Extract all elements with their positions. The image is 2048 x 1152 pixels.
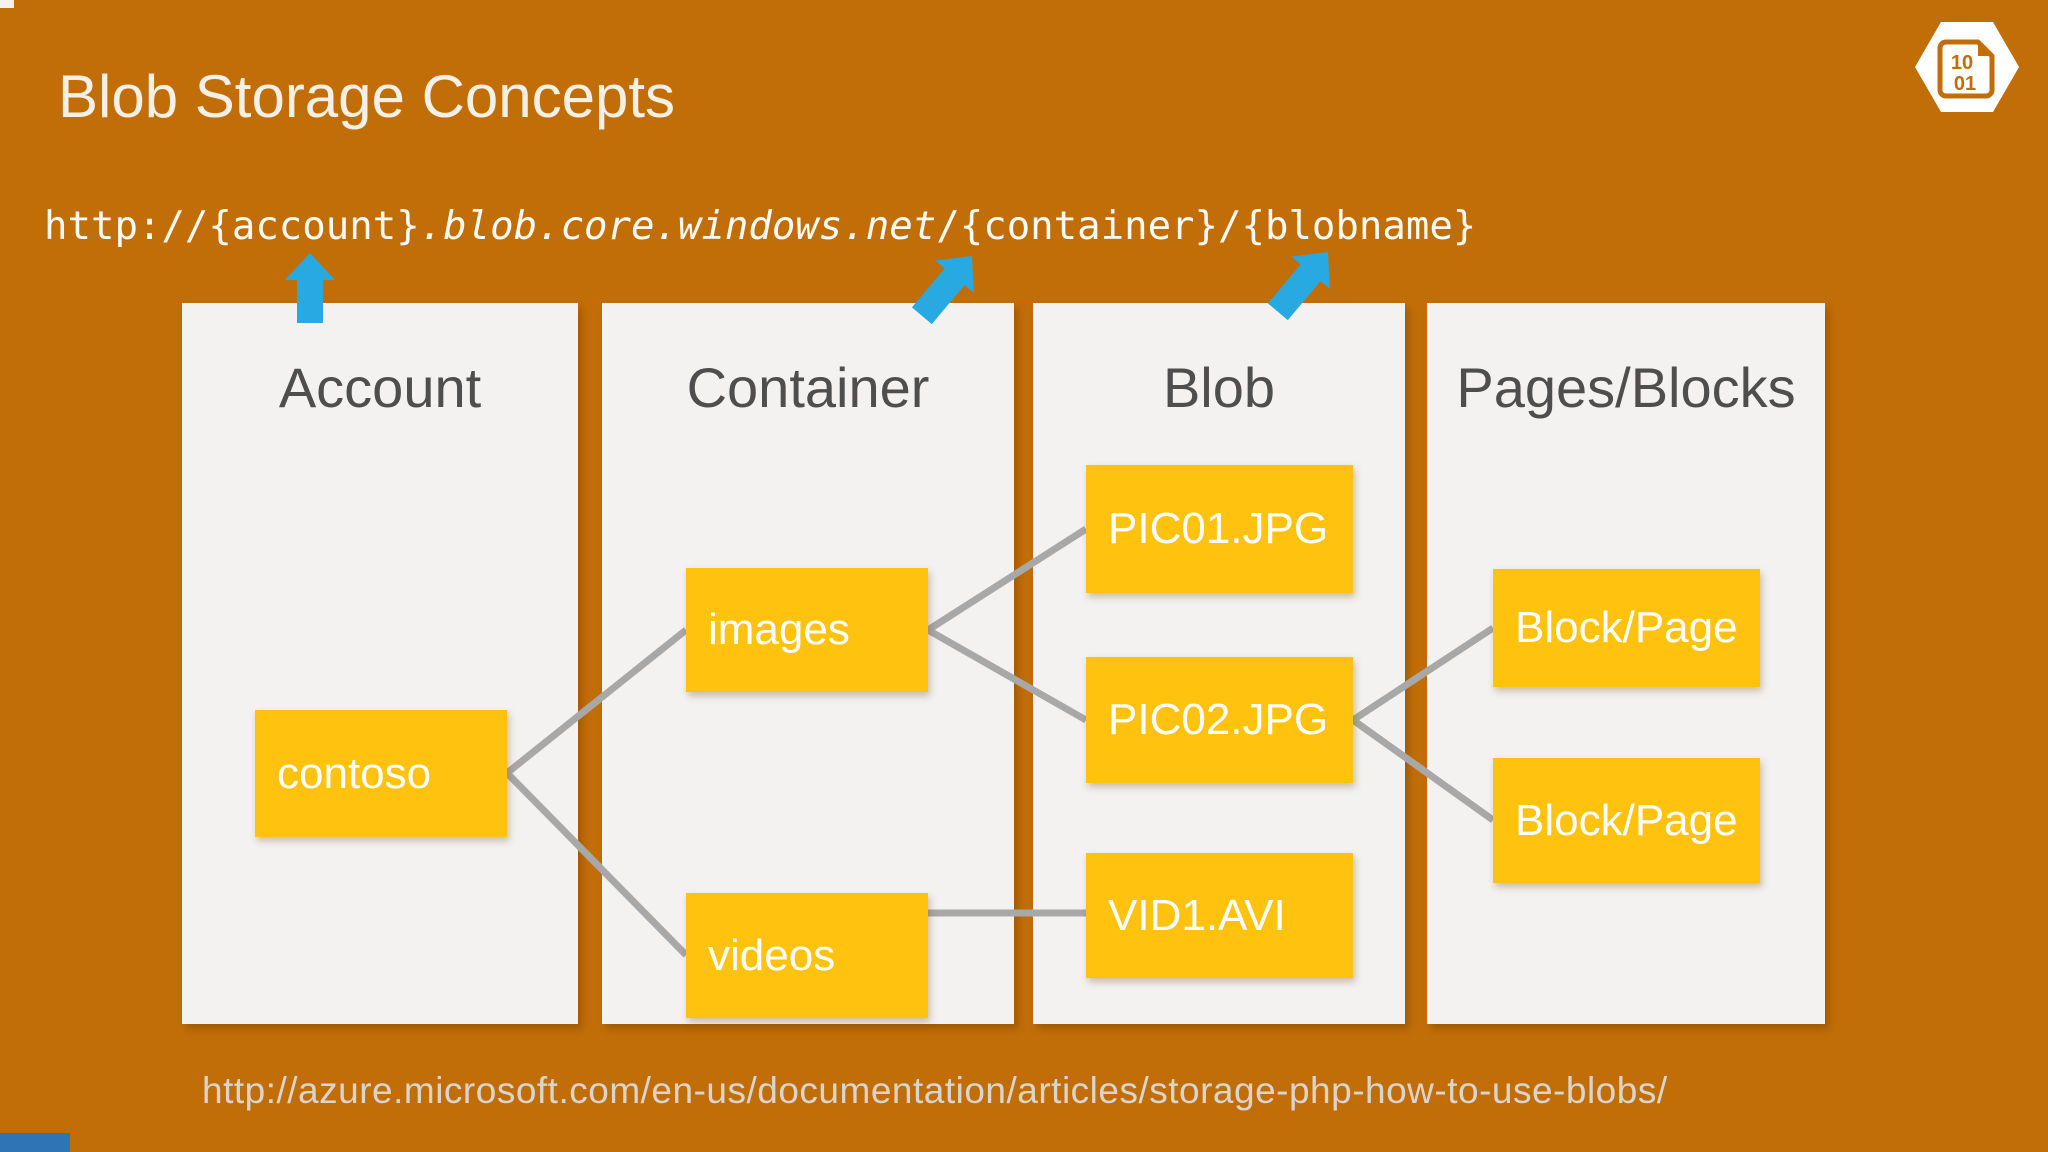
url-suffix: /{container}/{blobname} <box>936 204 1477 249</box>
badge-digits-line2: 01 <box>1954 73 1976 95</box>
url-domain-italic: .blob.core.windows.net <box>419 204 937 249</box>
badge-digits-line1: 10 <box>1951 52 1973 74</box>
node-videos: videos <box>686 893 928 1018</box>
top-left-corner-artifact <box>0 0 14 8</box>
url-prefix: http://{account} <box>44 204 420 249</box>
node-label: Block/Page <box>1515 603 1738 652</box>
node-label: Block/Page <box>1515 795 1738 845</box>
column-title-pages-blocks: Pages/Blocks <box>1456 356 1796 419</box>
node-label: PIC01.JPG <box>1108 504 1329 553</box>
documentation-url: http://azure.microsoft.com/en-us/documen… <box>202 1070 1668 1111</box>
hexagon-icon <box>1915 22 2019 112</box>
node-images: images <box>686 568 928 692</box>
resource-url: http://{account}.blob.core.windows.net/{… <box>44 203 1544 251</box>
binary-document-icon <box>1937 39 1995 99</box>
column-title-container: Container <box>686 356 930 419</box>
column-account: Account <box>182 303 578 1024</box>
node-pic01: PIC01.JPG <box>1086 465 1353 593</box>
node-vid1: VID1.AVI <box>1086 853 1353 978</box>
column-title-blob: Blob <box>1162 356 1276 419</box>
node-label: images <box>708 605 850 654</box>
node-blockpage-1: Block/Page <box>1493 569 1760 687</box>
column-title-account: Account <box>278 356 482 419</box>
node-blockpage-2: Block/Page <box>1493 758 1760 883</box>
node-label: videos <box>708 930 836 980</box>
folded-corner-icon <box>1978 42 1992 56</box>
page-title: Blob Storage Concepts <box>58 63 676 131</box>
node-pic02: PIC02.JPG <box>1086 657 1353 783</box>
node-label: PIC02.JPG <box>1108 695 1329 744</box>
node-label: VID1.AVI <box>1108 890 1286 940</box>
node-label: contoso <box>277 748 432 798</box>
bottom-left-corner-artifact <box>0 1133 70 1152</box>
node-contoso: contoso <box>255 710 507 837</box>
